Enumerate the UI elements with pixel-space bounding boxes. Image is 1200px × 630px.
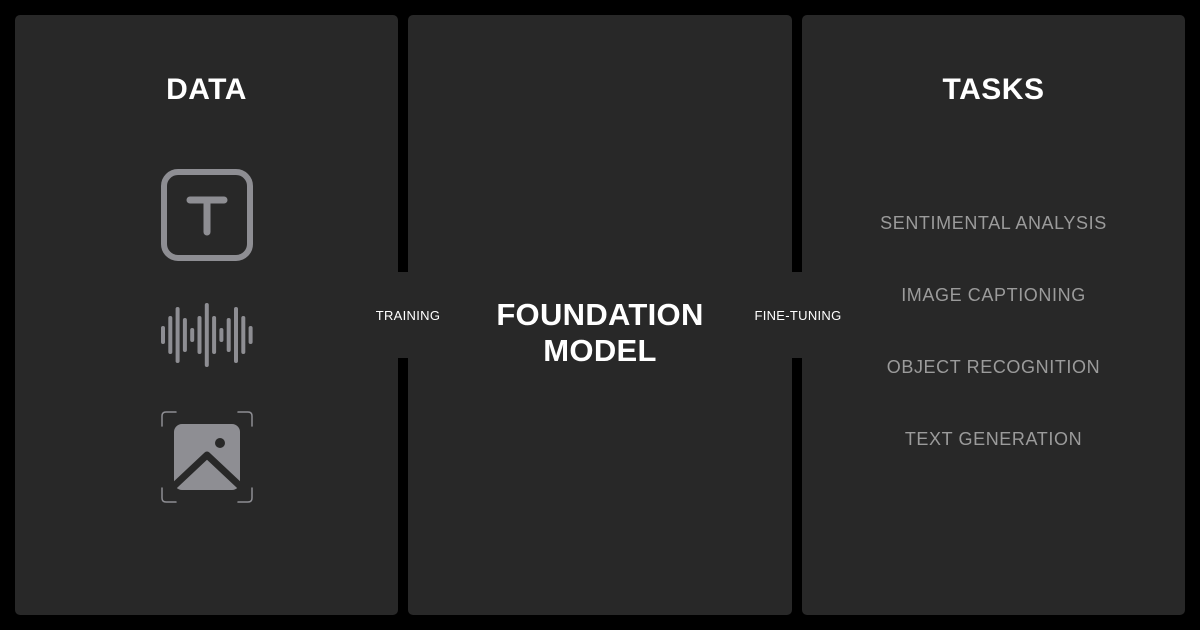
task-item: OBJECT RECOGNITION	[886, 357, 1101, 377]
fine-tuning-connector: FINE-TUNING	[748, 272, 848, 358]
data-panel: DATA	[15, 15, 398, 615]
task-item: TEXT GENERATION	[904, 429, 1083, 449]
training-label: TRAINING	[375, 307, 441, 323]
training-connector: TRAINING	[368, 272, 448, 358]
task-item: SENTIMENTAL ANALYSIS	[880, 213, 1107, 233]
task-list: SENTIMENTAL ANALYSIS IMAGE CAPTIONING OB…	[802, 15, 1185, 615]
fine-tuning-label: FINE-TUNING	[754, 307, 842, 323]
model-title-line-2: MODEL	[543, 333, 657, 368]
data-panel-title: DATA	[166, 73, 247, 106]
model-title-line-1: FOUNDATION	[496, 297, 704, 332]
text-icon	[15, 168, 398, 262]
model-panel: FOUNDATION MODEL	[408, 15, 792, 615]
model-title: FOUNDATION MODEL	[408, 297, 792, 369]
tasks-panel: TASKS SENTIMENTAL ANALYSIS IMAGE CAPTION…	[802, 15, 1185, 615]
audio-waveform-icon	[15, 300, 398, 370]
tasks-panel-title: TASKS	[942, 73, 1045, 106]
image-icon	[15, 410, 398, 504]
task-item: IMAGE CAPTIONING	[901, 285, 1086, 305]
